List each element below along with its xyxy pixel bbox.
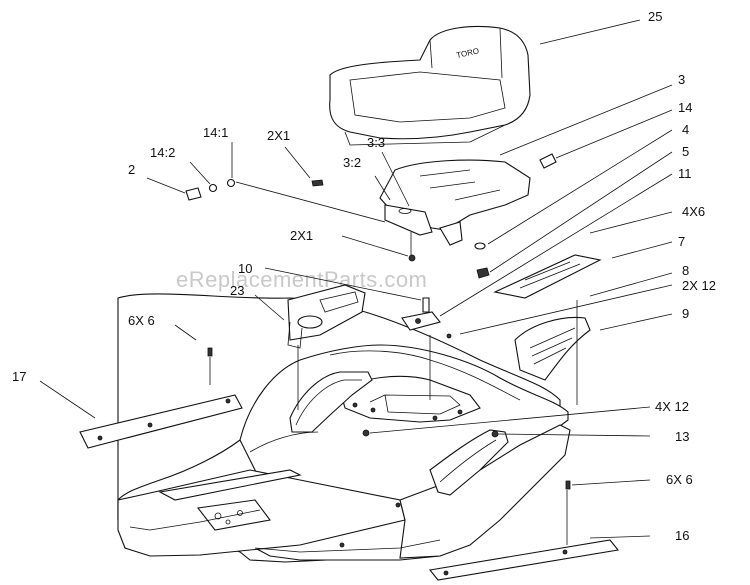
callout-4x12: 4X 12 bbox=[655, 399, 689, 414]
callout-10: 10 bbox=[238, 261, 252, 276]
callout-3-2: 3:2 bbox=[343, 155, 361, 170]
callout-8: 8 bbox=[682, 263, 689, 278]
callout-6x6-right: 6X 6 bbox=[666, 472, 693, 487]
callout-labels: 25 3 14 4 5 11 4X6 7 8 2X 12 9 14:1 14:2… bbox=[12, 9, 716, 543]
screw-4x12 bbox=[362, 429, 370, 437]
seat: TORO bbox=[329, 25, 531, 146]
callout-17: 17 bbox=[12, 369, 26, 384]
callout-11: 11 bbox=[678, 166, 692, 181]
bolt-2x1-top bbox=[311, 179, 324, 187]
callout-3: 3 bbox=[678, 72, 685, 87]
cup-holder bbox=[287, 284, 366, 349]
panel-7 bbox=[493, 254, 602, 299]
watermark-text: eReplacementParts.com bbox=[176, 267, 427, 292]
washer-4 bbox=[474, 242, 486, 250]
callout-2x1-top: 2X1 bbox=[267, 128, 290, 143]
callout-2: 2 bbox=[128, 162, 135, 177]
panel-16 bbox=[428, 539, 620, 581]
screw-13 bbox=[491, 430, 499, 438]
seat-plate bbox=[379, 159, 531, 246]
callout-4: 4 bbox=[682, 122, 689, 137]
callout-23: 23 bbox=[230, 283, 244, 298]
callout-6x6-left: 6X 6 bbox=[128, 313, 155, 328]
panel-9 bbox=[514, 316, 591, 381]
screw-6x6-right bbox=[565, 480, 571, 490]
nut-2x1-mid bbox=[408, 254, 416, 262]
callout-5: 5 bbox=[682, 144, 689, 159]
callout-16: 16 bbox=[675, 528, 689, 543]
seat-knob-14 bbox=[539, 153, 557, 169]
bolt-10 bbox=[422, 297, 430, 313]
callout-2x1-mid: 2X1 bbox=[290, 228, 313, 243]
callout-4x6: 4X6 bbox=[682, 204, 705, 219]
part-2 bbox=[185, 187, 202, 201]
callout-9: 9 bbox=[682, 306, 689, 321]
callout-25: 25 bbox=[648, 9, 662, 24]
callout-7: 7 bbox=[678, 234, 685, 249]
bracket-11 bbox=[401, 311, 441, 331]
callout-3-3: 3:3 bbox=[367, 135, 385, 150]
nut-5 bbox=[476, 267, 490, 279]
part-14-1 bbox=[226, 178, 236, 188]
panel-17 bbox=[79, 394, 243, 449]
callout-14-2: 14:2 bbox=[150, 145, 175, 160]
fender-hood-body bbox=[117, 293, 571, 563]
callout-13: 13 bbox=[675, 429, 689, 444]
callout-14: 14 bbox=[678, 100, 692, 115]
callout-2x12: 2X 12 bbox=[682, 278, 716, 293]
right-fender-recess bbox=[429, 429, 509, 496]
leader-lines bbox=[39, 19, 673, 539]
screw-6x6-left bbox=[207, 347, 213, 357]
part-14-2 bbox=[208, 183, 218, 193]
seat-hardware bbox=[185, 153, 557, 339]
callout-14-1: 14:1 bbox=[203, 125, 228, 140]
